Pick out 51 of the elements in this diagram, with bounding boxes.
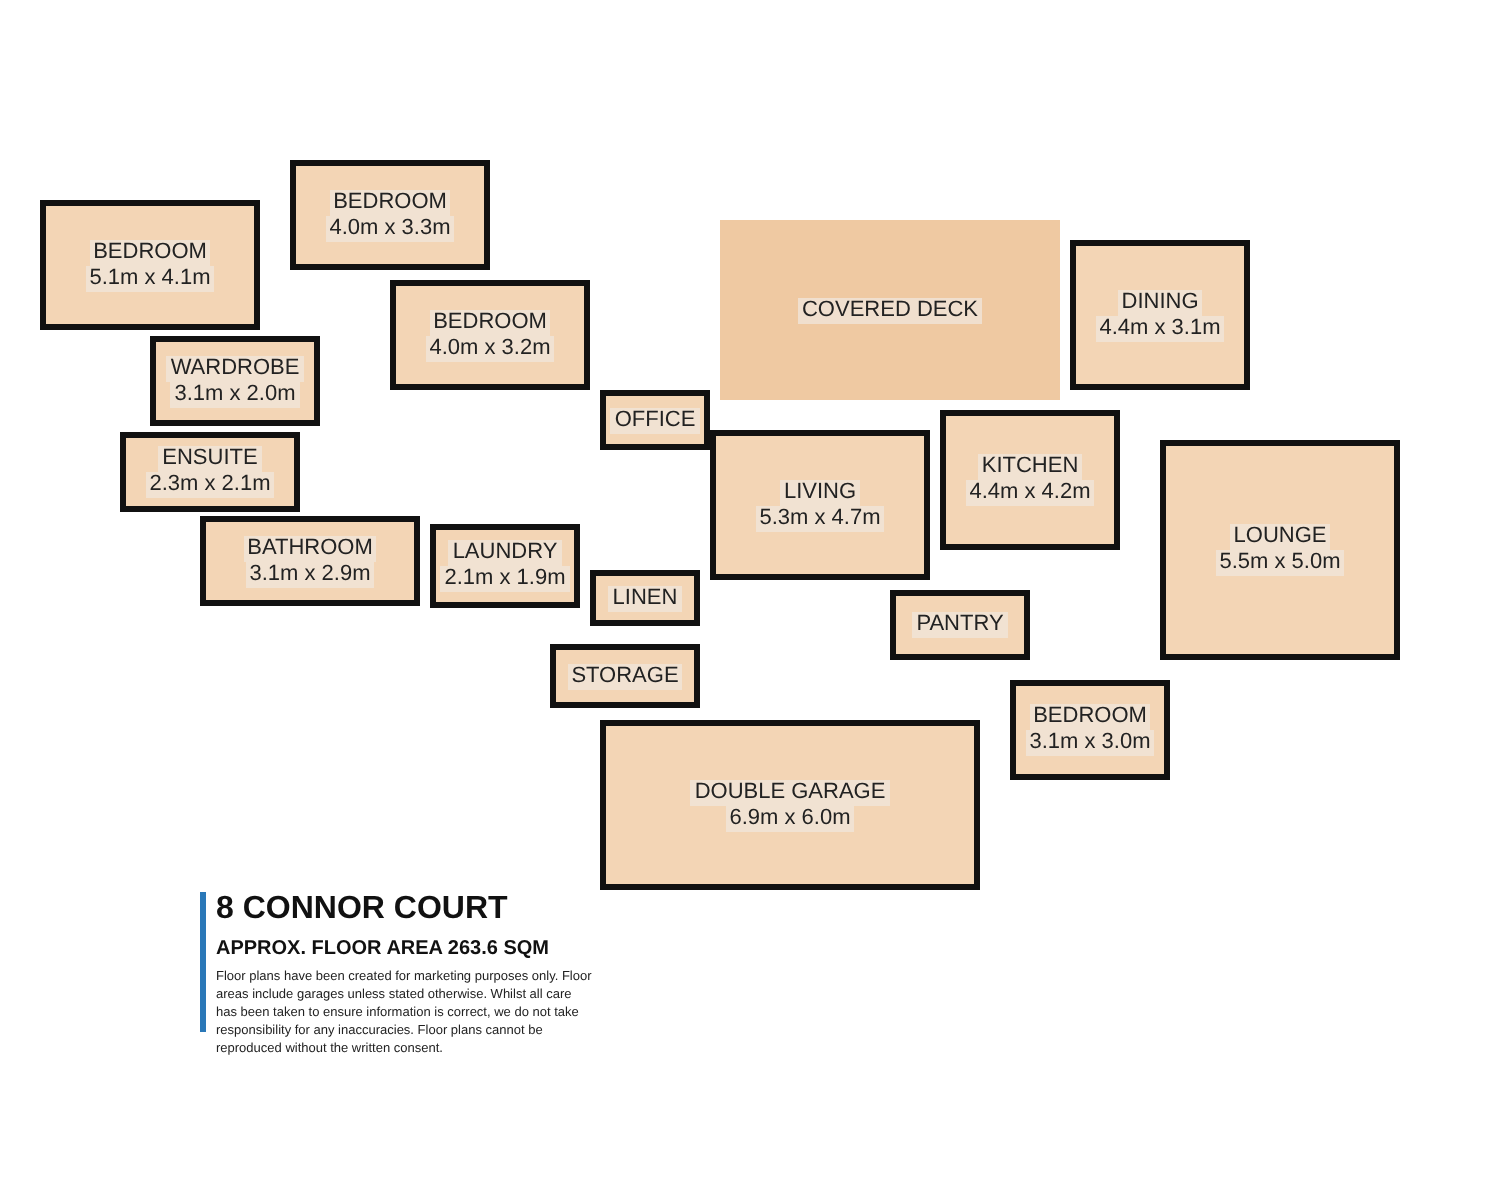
title: 8 CONNOR COURT bbox=[216, 892, 508, 928]
room-name: BEDROOM bbox=[89, 239, 211, 265]
room-name: LAUNDRY bbox=[448, 540, 562, 566]
room bbox=[890, 590, 1030, 660]
room bbox=[1160, 440, 1400, 660]
room-dimensions: 5.1m x 4.1m bbox=[85, 265, 215, 291]
room bbox=[1010, 680, 1170, 780]
deck-area bbox=[720, 220, 1060, 400]
room-name: KITCHEN bbox=[977, 454, 1083, 480]
room bbox=[200, 516, 420, 606]
room bbox=[290, 160, 490, 270]
room-dimensions: 5.5m x 5.0m bbox=[1215, 550, 1345, 576]
room-name: BEDROOM bbox=[1029, 704, 1151, 730]
room bbox=[550, 644, 700, 708]
room-name: BATHROOM bbox=[243, 535, 377, 561]
room-dimensions: 3.1m x 2.9m bbox=[245, 561, 375, 587]
room bbox=[150, 336, 320, 426]
room bbox=[600, 390, 710, 450]
room bbox=[940, 410, 1120, 550]
room-dimensions: 2.3m x 2.1m bbox=[145, 472, 275, 498]
room-dimensions: 4.4m x 4.2m bbox=[965, 480, 1095, 506]
room-dimensions: 3.1m x 2.0m bbox=[170, 381, 300, 407]
room-name: BEDROOM bbox=[429, 309, 551, 335]
room-name: OFFICE bbox=[610, 407, 700, 433]
room-name: COVERED DECK bbox=[797, 297, 983, 323]
room-dimensions: 4.0m x 3.2m bbox=[425, 335, 555, 361]
room bbox=[40, 200, 260, 330]
room-name: DOUBLE GARAGE bbox=[690, 779, 890, 805]
room-name: BEDROOM bbox=[329, 189, 451, 215]
room-dimensions: 5.3m x 4.7m bbox=[755, 505, 885, 531]
room-name: PANTRY bbox=[912, 612, 1008, 638]
room-dimensions: 4.4m x 3.1m bbox=[1095, 315, 1225, 341]
room bbox=[600, 720, 980, 890]
room-name: WARDROBE bbox=[166, 355, 304, 381]
room-dimensions: 4.0m x 3.3m bbox=[325, 215, 455, 241]
room bbox=[1070, 240, 1250, 390]
floor-area: APPROX. FLOOR AREA 263.6 SQM bbox=[216, 938, 550, 960]
room-name: ENSUITE bbox=[158, 446, 262, 472]
room bbox=[710, 430, 930, 580]
room-dimensions: 6.9m x 6.0m bbox=[725, 805, 855, 831]
room-name: DINING bbox=[1117, 289, 1203, 315]
room-name: STORAGE bbox=[567, 663, 683, 689]
room bbox=[120, 432, 300, 512]
room-dimensions: 3.1m x 3.0m bbox=[1025, 730, 1155, 756]
room bbox=[430, 524, 580, 608]
room bbox=[390, 280, 590, 390]
room-dimensions: 2.1m x 1.9m bbox=[440, 566, 570, 592]
room-name: LIVING bbox=[779, 479, 861, 505]
room bbox=[590, 570, 700, 626]
room-name: LOUNGE bbox=[1229, 524, 1331, 550]
room-name: LINEN bbox=[608, 585, 682, 611]
